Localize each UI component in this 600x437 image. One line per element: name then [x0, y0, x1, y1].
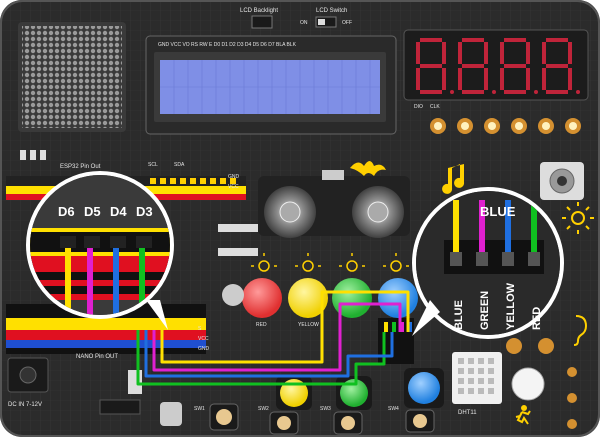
led-bulb-icons	[251, 253, 409, 272]
dht11-sensor: DHT11	[452, 352, 502, 416]
led-blue	[378, 278, 418, 318]
vcc-label: VCC	[198, 336, 209, 342]
sw4-label: SW4	[388, 406, 399, 412]
lcd-power-switch[interactable]	[315, 16, 337, 28]
sw2-label: SW2	[258, 406, 269, 412]
rgb-led-row	[430, 118, 581, 134]
sda-label: SDA	[174, 162, 185, 168]
led-red-label: RED	[256, 322, 267, 328]
zoom-circle-right: BLUE BLUE GREEN YELLOW RED	[412, 187, 564, 339]
led-yellow-label: YELLOW	[298, 322, 319, 328]
rgb-pin-red: RED	[531, 307, 543, 330]
lcd-module: GND VCC VO RS RW E D0 D1 D2 D3 D4 D5 D6 …	[145, 35, 397, 135]
zoom-circle-left: D6 D5 D4 D3	[26, 171, 174, 330]
dht-label: DHT11	[458, 410, 477, 416]
sun-icon	[562, 202, 594, 234]
sw3-label: SW3	[320, 406, 331, 412]
clk-label: CLK	[430, 104, 440, 110]
led-red: RED	[242, 278, 282, 328]
button-sw4[interactable]: SW4	[388, 368, 444, 433]
rgb-pin-yellow: YELLOW	[505, 282, 517, 330]
rgb-header-title: BLUE	[480, 204, 516, 219]
lcd-switch-area: LCD Backlight LCD Switch ON OFF	[240, 8, 352, 29]
gnd-label: GND	[198, 346, 210, 352]
ear-icon	[573, 315, 588, 346]
scl-label: SCL	[148, 162, 158, 168]
center-small-headers	[218, 224, 258, 306]
dc-jack: DC IN 7-12V	[7, 357, 49, 408]
gnd-label-top: GND	[228, 174, 240, 180]
nano-header: NANO Pin OUT	[6, 304, 206, 360]
pin-label-d5: D5	[84, 204, 101, 219]
ultrasonic-sensor	[258, 170, 410, 238]
nano-label: NANO Pin OUT	[76, 354, 118, 360]
switch-on-label: ON	[300, 20, 308, 26]
right-side-knobs	[506, 338, 577, 429]
led-yellow: YELLOW	[288, 278, 328, 328]
pin-label-d6: D6	[58, 204, 75, 219]
dc-label: DC IN 7-12V	[8, 402, 42, 408]
rgb-pin-green: GREEN	[479, 291, 491, 330]
white-dome-sensor	[511, 367, 545, 401]
seven-segment-display: DIO CLK	[403, 29, 589, 110]
s-label: S	[198, 326, 202, 332]
lcd-pin-labels: GND VCC VO RS RW E D0 D1 D2 D3 D4 D5 D6 …	[158, 42, 297, 48]
jumper-wires	[136, 290, 410, 386]
button-sw1[interactable]: SW1	[194, 403, 239, 431]
music-note-icon	[442, 164, 465, 194]
potentiometer[interactable]	[540, 162, 584, 200]
lcd-backlight-label: LCD Backlight	[240, 8, 278, 14]
rgb-pin-blue: BLUE	[453, 300, 465, 330]
lcd-switch-label: LCD Switch	[316, 8, 347, 14]
dio-label: DIO	[414, 104, 423, 110]
esp32-label: ESP32 Pin Out	[60, 164, 101, 170]
pin-label-d3: D3	[136, 204, 153, 219]
pin-label-d4: D4	[110, 204, 127, 219]
vcc-label-top: VCC	[228, 184, 239, 190]
switch-off-label: OFF	[342, 20, 352, 26]
bat-icon	[350, 161, 386, 176]
running-man-icon	[515, 405, 531, 425]
led-matrix	[18, 22, 126, 132]
sw1-label: SW1	[194, 406, 205, 412]
small-headers-top-left: ESP32 Pin Out	[20, 150, 101, 170]
led-green	[332, 278, 372, 318]
